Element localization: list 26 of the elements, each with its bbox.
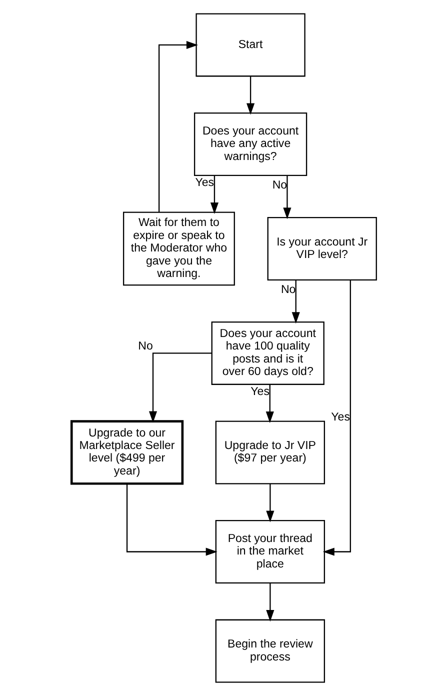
edge-label: No bbox=[138, 340, 153, 352]
edge-label: No bbox=[280, 283, 296, 296]
arrow bbox=[292, 280, 300, 324]
arrow bbox=[283, 175, 292, 219]
arrow bbox=[322, 280, 351, 556]
arrow bbox=[210, 175, 219, 214]
arrow bbox=[148, 352, 212, 422]
arrow bbox=[246, 76, 255, 114]
arrow bbox=[126, 483, 218, 556]
node-box: Upgrade to our Marketplace Seller level ($499 per year) bbox=[70, 420, 184, 484]
edge-label: Yes bbox=[250, 385, 270, 398]
node-box: Begin the review process bbox=[215, 618, 326, 682]
edge-label: Yes bbox=[331, 411, 350, 424]
arrow bbox=[266, 384, 274, 423]
node-box: Start bbox=[196, 12, 306, 76]
edge-label: No bbox=[272, 178, 288, 191]
node-box: Does your account have 100 quality posts and is it over 60 days old? bbox=[211, 320, 324, 384]
node-box: Upgrade to Jr VIP ($97 per year) bbox=[215, 420, 326, 484]
node-box: Post your thread in the market place bbox=[215, 520, 326, 583]
node-box: Does your account have any active warnings? bbox=[194, 112, 308, 176]
node-box: Is your account Jr VIP level? bbox=[267, 216, 377, 280]
arrow bbox=[158, 40, 198, 212]
edge-label: Yes bbox=[195, 176, 214, 188]
arrow bbox=[266, 483, 274, 522]
node-box: Wait for them to expire or speak to the Moderator who gave you the warning. bbox=[122, 211, 235, 286]
arrow bbox=[266, 582, 274, 622]
